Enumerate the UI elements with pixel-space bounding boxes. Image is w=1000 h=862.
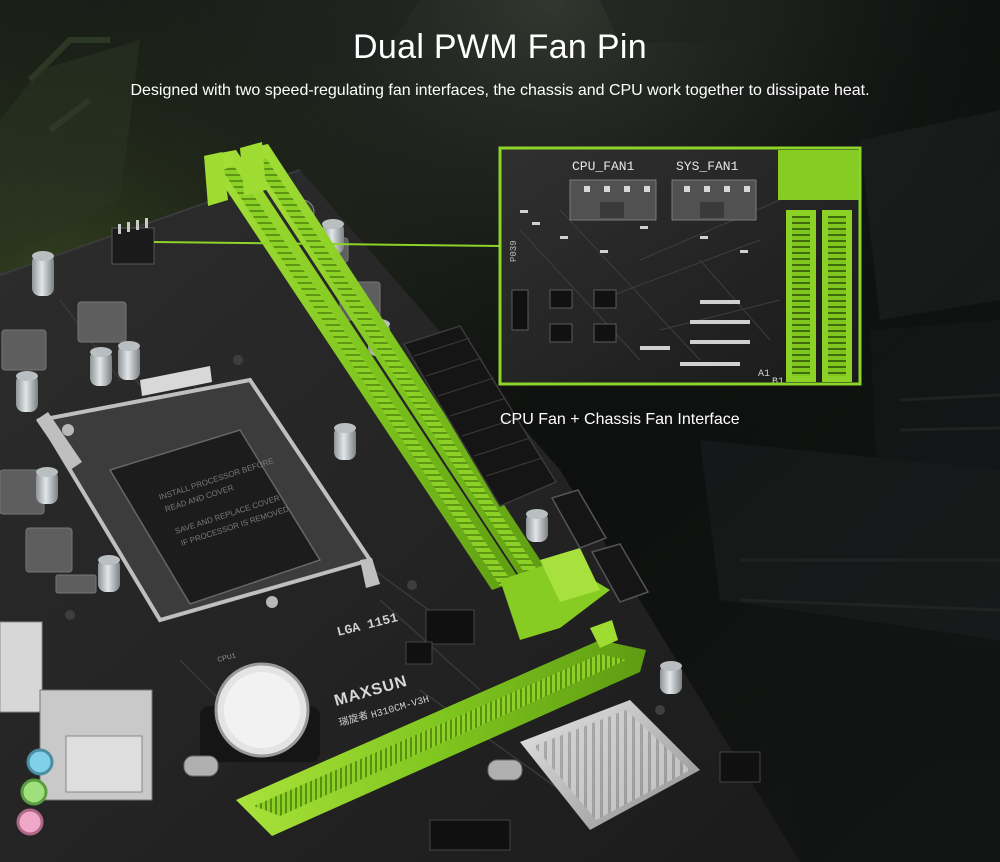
b1-label: B1 — [772, 377, 784, 388]
cpu-socket: INSTALL PROCESSOR BEFORE READ AND COVER … — [36, 366, 380, 623]
fan-header-zoom-inset: CPU_FAN1 SYS_FAN1 P039 — [498, 146, 862, 388]
memory-slots — [204, 142, 610, 640]
sys-fan-label: SYS_FAN1 — [676, 159, 739, 174]
cmos-battery — [200, 662, 320, 762]
memory-latch — [204, 142, 610, 640]
callout-pointer — [153, 241, 501, 247]
audio-jack — [26, 748, 54, 776]
pcie-x16-slot — [236, 620, 646, 836]
memory-slot — [204, 150, 520, 590]
capacitor — [90, 347, 112, 386]
capacitor — [660, 661, 682, 694]
capacitor — [334, 423, 356, 460]
capacitor — [118, 341, 140, 380]
crystal — [183, 755, 219, 777]
memory-slot-zoom — [778, 150, 860, 382]
a1-label: A1 — [758, 369, 770, 380]
capacitor — [36, 467, 58, 504]
sys-fan-header-zoom — [671, 179, 757, 221]
rear-io — [0, 621, 153, 836]
chipset-heatsink — [520, 700, 700, 830]
cpu-fan-label: CPU_FAN1 — [572, 159, 635, 174]
capacitor — [16, 371, 38, 412]
capacitor — [98, 555, 120, 592]
crystal — [487, 759, 523, 781]
audio-jack — [16, 808, 44, 836]
sata-ports — [550, 489, 650, 603]
audio-jack — [20, 778, 48, 806]
p039-label: P039 — [509, 240, 519, 262]
capacitor — [526, 509, 548, 542]
cpu-fan-header — [111, 218, 155, 265]
inset-caption: CPU Fan + Chassis Fan Interface — [500, 411, 740, 428]
capacitor — [32, 251, 54, 296]
cpu-label: CPU1 — [217, 653, 237, 664]
memory-slot — [240, 144, 548, 580]
page-title: Dual PWM Fan Pin — [353, 28, 647, 66]
page-subtitle: Designed with two speed-regulating fan i… — [130, 82, 870, 99]
cpu-fan-header-zoom — [569, 179, 657, 221]
atx-power-connector — [402, 325, 558, 507]
vrm-components — [0, 219, 682, 694]
